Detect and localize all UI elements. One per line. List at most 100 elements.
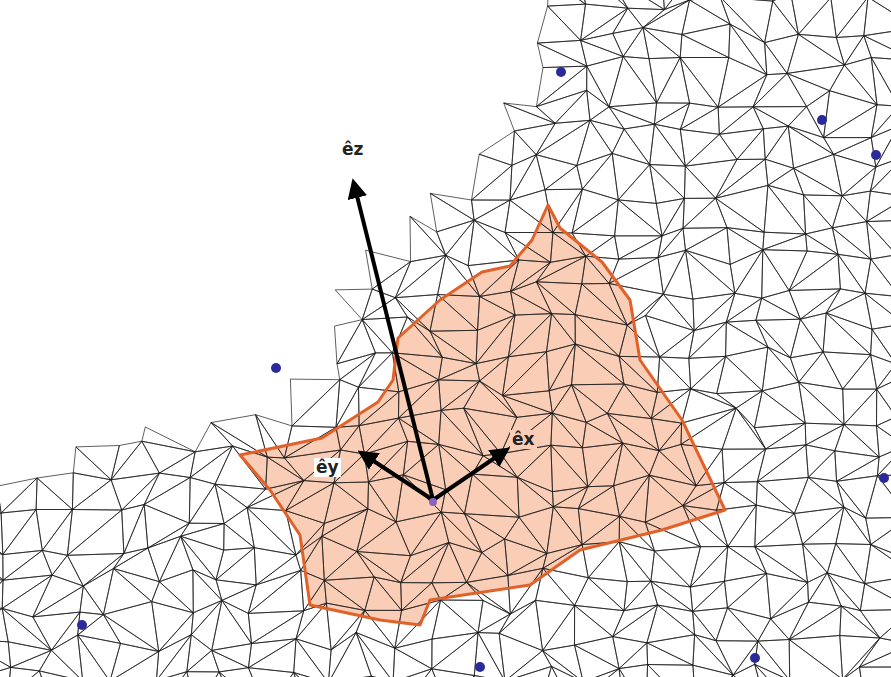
mesh-triangle <box>867 222 891 260</box>
mesh-triangle <box>771 602 809 639</box>
mesh-triangle <box>467 582 511 614</box>
mesh-triangle <box>368 482 396 522</box>
mesh-triangle <box>826 289 865 313</box>
mesh-triangle <box>680 58 718 108</box>
mesh-triangle <box>614 475 650 516</box>
mesh-triangle <box>650 165 685 204</box>
mesh-triangle <box>871 545 891 576</box>
mesh-triangle <box>834 138 876 167</box>
mesh-triangle <box>296 603 331 650</box>
mesh-triangle <box>758 619 789 641</box>
mesh-triangle <box>474 633 505 677</box>
mesh-triangle <box>480 291 515 315</box>
mesh-triangle <box>619 236 662 259</box>
mesh-triangle <box>216 548 256 585</box>
mesh-triangle <box>660 331 695 359</box>
mesh-triangle <box>536 282 581 315</box>
mesh-triangle <box>142 441 195 473</box>
mesh-triangle <box>499 600 542 650</box>
mesh-triangle <box>877 364 891 389</box>
mesh-triangle <box>587 90 609 120</box>
mesh-triangle <box>867 191 891 222</box>
mesh-triangle <box>658 250 686 294</box>
mesh-triangle <box>321 676 372 677</box>
mesh-triangle <box>328 633 371 677</box>
mesh-triangle <box>659 423 682 451</box>
mesh-triangle <box>859 667 891 677</box>
mesh-triangle <box>335 289 372 320</box>
mesh-triangle <box>67 510 124 555</box>
mesh-triangle <box>836 0 868 37</box>
mesh-triangle <box>620 475 650 522</box>
mesh-triangle <box>689 322 727 358</box>
mesh-triangle <box>859 638 891 667</box>
mesh-triangle <box>804 195 843 228</box>
mesh-triangle <box>514 123 555 154</box>
mesh-triangle <box>536 282 575 315</box>
axis-label: êx <box>510 430 537 449</box>
mesh-triangle <box>572 669 623 677</box>
mesh-triangle <box>156 635 191 677</box>
mesh-triangle <box>572 200 618 236</box>
mesh-triangle <box>613 28 643 57</box>
mesh-triangle <box>651 551 690 587</box>
mesh-triangle <box>590 120 624 153</box>
mesh-triangle <box>870 157 891 191</box>
mesh-triangle <box>114 569 160 602</box>
mesh-triangle <box>682 24 730 57</box>
mesh-triangle <box>843 667 866 677</box>
mesh-triangle <box>789 251 838 291</box>
mesh-triangle <box>871 58 891 107</box>
mesh-triangle <box>831 0 868 37</box>
mesh-triangle <box>36 510 72 551</box>
mesh-triangle <box>725 547 767 582</box>
mesh-triangle <box>472 165 512 200</box>
mesh-triangle <box>37 473 73 510</box>
mesh-triangle <box>286 483 334 524</box>
mesh-triangle <box>437 220 474 255</box>
mesh-triangle <box>789 606 841 639</box>
mesh-triangle <box>690 547 728 588</box>
mesh-triangle <box>441 381 480 410</box>
mesh-triangle <box>324 577 374 610</box>
mesh-triangle <box>536 90 586 123</box>
mesh-triangle <box>439 357 477 380</box>
mesh-triangle <box>72 473 111 510</box>
mesh-triangle <box>508 314 551 357</box>
mesh-triangle <box>798 0 836 37</box>
mesh-triangle <box>789 636 842 677</box>
mesh-triangle <box>823 313 871 355</box>
mesh-triangle <box>464 408 501 456</box>
mesh-triangle <box>575 637 620 669</box>
mesh-triangle <box>844 389 877 426</box>
mesh-triangle <box>866 476 891 518</box>
mesh-triangle <box>730 250 763 294</box>
mesh-triangle <box>871 126 891 167</box>
mesh-triangle <box>324 483 368 524</box>
mesh-triangle <box>720 0 764 43</box>
mesh-triangle <box>292 380 340 428</box>
mesh-triangle <box>686 228 731 265</box>
mesh-triangle <box>737 129 765 160</box>
mesh-triangle <box>78 635 110 677</box>
mesh-triangle <box>645 475 683 522</box>
mesh-triangle <box>215 484 247 523</box>
mesh-triangle <box>830 65 877 105</box>
mesh-triangle <box>832 196 866 228</box>
mesh-triangle <box>480 260 519 297</box>
mesh-triangle <box>294 673 321 677</box>
mesh-triangle <box>371 676 395 677</box>
mesh-triangle <box>549 385 571 413</box>
mesh-triangle <box>649 475 696 505</box>
mesh-triangle <box>871 255 891 297</box>
mesh-triangle <box>114 548 160 582</box>
mesh-triangle <box>834 154 876 195</box>
mesh-triangle <box>790 319 823 358</box>
mesh-triangle <box>154 672 197 677</box>
mesh-triangle <box>296 639 331 677</box>
mesh-triangle <box>865 545 891 584</box>
mesh-triangle <box>609 57 657 107</box>
mesh-triangle <box>646 294 695 330</box>
mesh-triangle <box>724 449 766 483</box>
